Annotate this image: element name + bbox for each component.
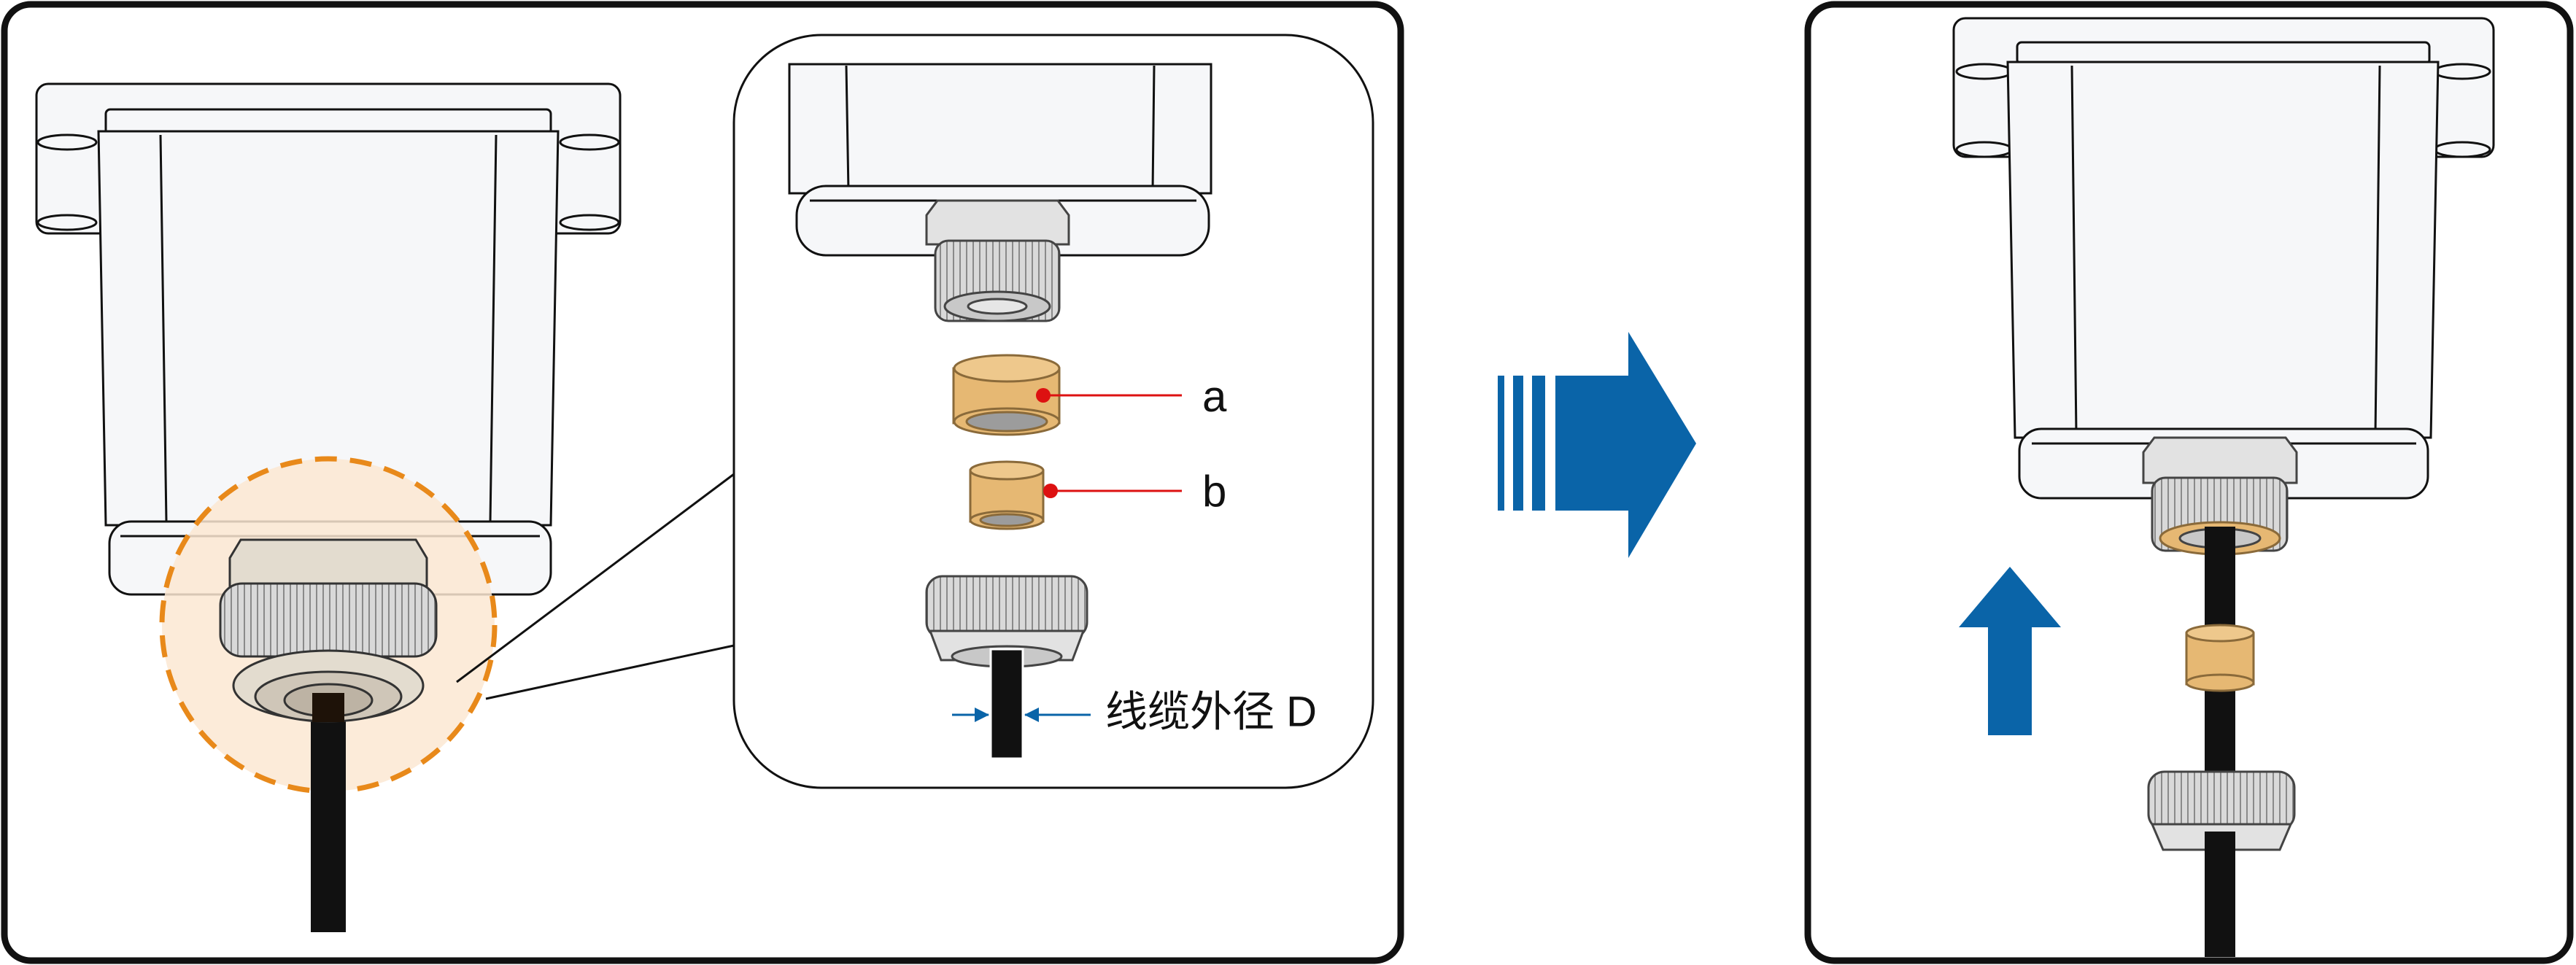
leader-b — [1043, 484, 1182, 498]
right-panel — [1804, 1, 2574, 964]
cap-nut — [925, 575, 1088, 668]
inset-gland-body — [925, 199, 1070, 322]
zoom-connector — [456, 473, 735, 700]
enclosure-right — [1952, 17, 2495, 500]
left-panel: a b — [1, 1, 1404, 964]
cable-right-lower — [2205, 832, 2235, 957]
right-arrow-icon — [1498, 332, 1696, 558]
cable-left-core — [312, 693, 344, 722]
cable-stub — [989, 648, 1024, 760]
up-arrow-icon — [1959, 567, 2061, 735]
seal-insert-right — [2185, 624, 2255, 692]
label-b: b — [1202, 467, 1226, 516]
leader-a — [1036, 388, 1182, 403]
cable-left — [311, 691, 346, 932]
cable-diameter-label: 线缆外径 D — [1105, 688, 1317, 735]
diameter-dimension — [952, 708, 1091, 722]
seal-insert-b — [969, 460, 1045, 530]
label-a: a — [1202, 372, 1227, 421]
zoom-inset: a b — [732, 34, 1374, 789]
